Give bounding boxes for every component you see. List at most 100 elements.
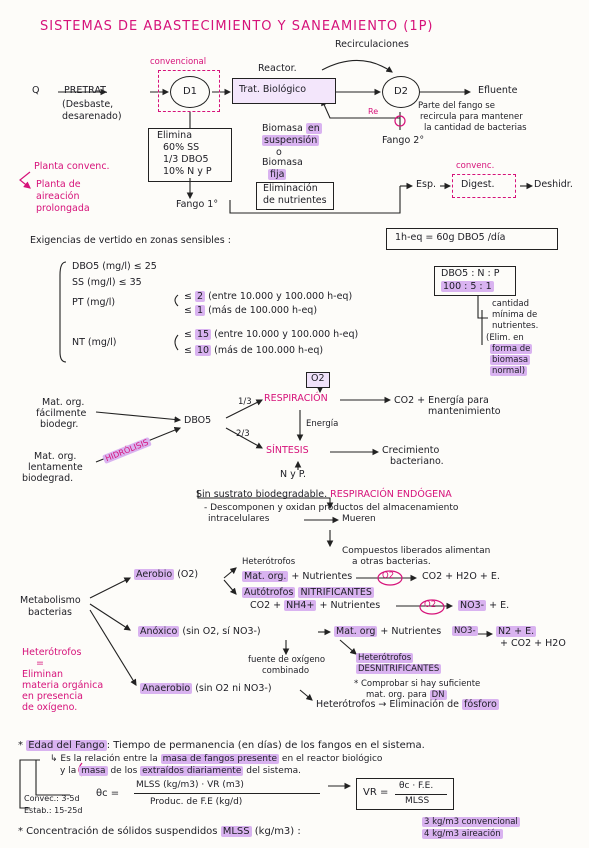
heterotrofos-note-3: Eliminan xyxy=(22,669,64,680)
reactor-label: Reactor. xyxy=(258,63,297,74)
q-label: Q xyxy=(32,85,40,96)
nt-label: NT (mg/l) xyxy=(72,337,117,348)
heterotrofos-note-4: materia orgánica xyxy=(22,680,104,691)
o-label: o xyxy=(276,147,282,158)
estab-days: Estab.: 15-25d xyxy=(24,806,83,815)
fango1-label: Fango 1° xyxy=(176,199,219,210)
pretrat-sub2: desarenado) xyxy=(62,111,122,122)
metabolismo-label-1: Metabolismo xyxy=(20,595,81,606)
o2-label: O2 xyxy=(311,373,325,384)
respiracion-output-2: mantenimiento xyxy=(428,406,501,417)
endogena-line: Sin sustrato biodegradable. RESPIRACIÓN … xyxy=(196,489,452,500)
planta-aireacion-1: Planta de xyxy=(36,179,81,190)
metabolismo-label-2: bacterias xyxy=(28,607,72,618)
ratio-box: DBO5 : N : P 100 : 5 : 1 xyxy=(434,266,516,296)
heterotrofos-note-2: = xyxy=(36,658,44,669)
page-title: SISTEMAS DE ABASTECIMIENTO Y SANEAMIENTO… xyxy=(40,19,434,34)
anoxico-output-1: N2 + E. xyxy=(496,626,537,637)
concentracion-2: 4 kg/m3 aireación xyxy=(422,829,503,839)
planta-aireacion-3: prolongada xyxy=(36,203,90,214)
aerobio-reaction: Mat. org. + Nutrientes xyxy=(242,571,353,582)
endogena-detail-1: - Descomponen y oxidan productos del alm… xyxy=(204,503,459,513)
elimina-box: Elimina 60% SS 1/3 DBO5 10% N y P xyxy=(148,128,232,182)
anoxico-row: Anóxico (sin O2, sí NO3-) xyxy=(138,626,261,637)
elim-nutrientes-box: Eliminación de nutrientes xyxy=(256,182,334,210)
respiracion-label: RESPIRACIÓN xyxy=(264,393,328,404)
sintesis-output-1: Crecimiento xyxy=(382,445,440,456)
endogena-detail-4: a otras bacterias. xyxy=(352,557,431,567)
recirc-note-2: recircula para mantener xyxy=(420,112,523,122)
convenc-label: convenc. xyxy=(456,161,495,171)
theta-symbol: θc = xyxy=(96,788,120,799)
pt-label: PT (mg/l) xyxy=(72,297,116,308)
autotrofos-row: Autótrofos NITRIFICANTES xyxy=(242,587,374,598)
pretrat-sub1: (Desbaste, xyxy=(62,99,114,110)
mat-lenta-3: biodegrad. xyxy=(22,473,74,484)
respiracion-output-1: CO2 + Energía para xyxy=(394,395,489,406)
vr-denominator: MLSS xyxy=(405,796,430,806)
anaerobio-row: Anaerobio (sin O2 ni NO3-) xyxy=(140,683,272,694)
nyp-label: N y P. xyxy=(280,469,307,480)
biomasa-suspension-1: Biomasa en xyxy=(262,123,322,134)
vr-numerator: θc · F.E. xyxy=(399,781,434,791)
elim-nutrientes-2: de nutrientes xyxy=(263,195,327,206)
elimina-line-2: 60% SS xyxy=(163,142,200,153)
biomasa-fija-2: fija xyxy=(268,169,287,180)
convec-days: Convec.: 3-5d xyxy=(24,794,80,803)
elim-1: (Elim. en xyxy=(486,333,524,343)
pretrat-label: PRETRAT. xyxy=(64,85,108,96)
dbo-limit: DBO5 (mg/l) ≤ 25 xyxy=(72,261,157,272)
convencional-label: convencional xyxy=(150,57,207,67)
fuente-oxigeno-2: combinado xyxy=(262,666,310,676)
nt-row-1: ≤ 15 (entre 10.000 y 100.000 h-eq) xyxy=(184,329,359,340)
esp-label: Esp. xyxy=(416,179,437,190)
theta-numerator: MLSS (kg/m3) · VR (m3) xyxy=(136,780,244,790)
vr-box: VR = θc · F.E. MLSS xyxy=(356,778,454,810)
mat-lenta-1: Mat. org. xyxy=(34,451,77,462)
autotrofos-o2: O2 xyxy=(424,600,437,610)
anaerobio-output: Heterótrofos → Eliminación de fósforo xyxy=(316,699,499,710)
autotrofos-output: NO3- + E. xyxy=(458,600,510,611)
edad-relacion-1: ↳ Es la relación entre la masa de fangos… xyxy=(50,754,383,764)
aerobio-row: Aerobio (O2) xyxy=(134,569,199,580)
ratio-line-2: 100 : 5 : 1 xyxy=(441,281,494,292)
fraction-2-3: 2/3 xyxy=(236,429,250,439)
d1-decanter: D1 xyxy=(170,76,210,108)
anoxico-output-2: + CO2 + H2O xyxy=(500,638,566,649)
d1-dashed-box xyxy=(158,70,220,112)
biomasa-fija-1: Biomasa xyxy=(262,157,303,168)
trat-biologico-label: Trat. Biológico xyxy=(239,84,307,95)
exigencias-heading: Exigencias de vertido en zonas sensibles… xyxy=(30,235,231,246)
autotrofos-reaction: CO2 + NH4+ + Nutrientes xyxy=(250,600,381,611)
heterotrofos-note-6: de oxígeno. xyxy=(22,702,78,713)
fango2-label: Fango 2° xyxy=(382,135,425,146)
ss-limit: SS (mg/l) ≤ 35 xyxy=(72,277,142,288)
elim-3: biomasa xyxy=(490,355,531,365)
recirc-note-1: Parte del fango se xyxy=(418,101,495,111)
mat-facil-3: biodegr. xyxy=(40,419,79,430)
recirc-note-3: la cantidad de bacterias xyxy=(424,123,527,133)
sintesis-label: SÍNTESIS xyxy=(266,445,309,456)
elim-2: forma de xyxy=(490,344,533,354)
nt-row-2: ≤ 10 (más de 100.000 h-eq) xyxy=(184,345,324,356)
desnitrificantes-1: Heterótrofos xyxy=(356,653,414,663)
pt-row-2: ≤ 1 (más de 100.000 h-eq) xyxy=(184,305,318,316)
anoxico-no3: NO3- xyxy=(452,626,478,636)
fraction-1-3: 1/3 xyxy=(238,397,252,407)
anoxico-reaction: Mat. org + Nutrientes xyxy=(334,626,442,637)
vr-fraction-bar xyxy=(395,794,447,795)
heq-text: 1h-eq = 60g DBO5 /día xyxy=(395,232,506,243)
vr-symbol: VR = xyxy=(363,787,389,798)
desnitrificantes-2: DESNITRIFICANTES xyxy=(356,664,442,674)
mueren-label: Mueren xyxy=(342,514,376,524)
heterotrofos-aer: Heterótrofos xyxy=(242,557,296,567)
sintesis-output-2: bacteriano. xyxy=(390,456,444,467)
deshidr-label: Deshidr. xyxy=(534,179,573,190)
edad-relacion-2: y la masa de los extraídos diariamente d… xyxy=(60,766,301,776)
recirculaciones-label: Recirculaciones xyxy=(335,39,409,50)
mat-facil-1: Mat. org. xyxy=(42,397,85,408)
endogena-detail-2: intracelulares xyxy=(208,514,270,524)
heq-box: 1h-eq = 60g DBO5 /día xyxy=(386,228,558,250)
aerobio-o2: O2 xyxy=(382,571,395,581)
